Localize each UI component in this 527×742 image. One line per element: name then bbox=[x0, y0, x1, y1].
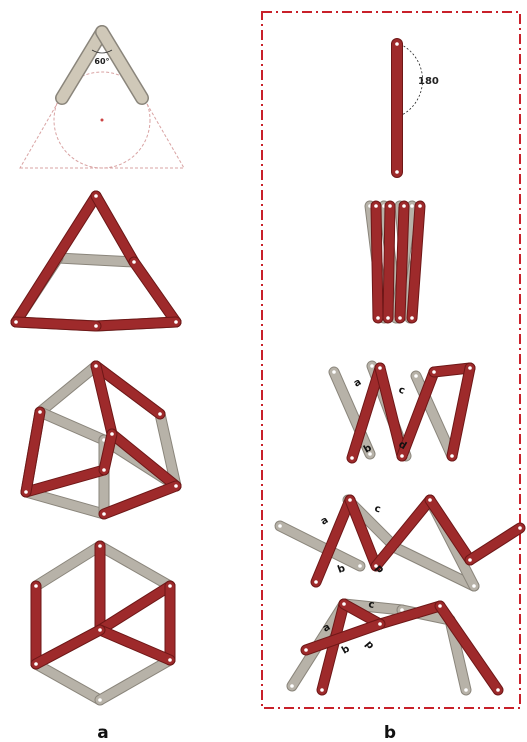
pivot-joint bbox=[398, 316, 402, 320]
pivot-joint bbox=[464, 688, 468, 692]
pivot-joint bbox=[450, 454, 454, 458]
grey-link bbox=[36, 546, 100, 586]
red-link bbox=[470, 528, 520, 560]
pivot-joint bbox=[402, 204, 406, 208]
grey-link bbox=[58, 258, 134, 262]
red-link bbox=[100, 586, 170, 630]
pivot-joint bbox=[414, 374, 418, 378]
pivot-joint bbox=[472, 584, 476, 588]
pivot-joint bbox=[378, 622, 382, 626]
pivot-joint bbox=[34, 584, 38, 588]
pivot-joint bbox=[348, 498, 352, 502]
red-link bbox=[26, 470, 104, 492]
pivot-joint bbox=[38, 410, 42, 414]
red-link bbox=[96, 196, 134, 262]
pivot-joint bbox=[98, 628, 102, 632]
panel-b-label: b bbox=[384, 723, 396, 742]
pivot-joint bbox=[34, 662, 38, 666]
pivot-joint bbox=[395, 170, 399, 174]
pivot-joint bbox=[290, 684, 294, 688]
pivot-joint bbox=[400, 454, 404, 458]
pivot-joint bbox=[304, 648, 308, 652]
pivot-joint bbox=[174, 320, 178, 324]
pivot-joint bbox=[388, 204, 392, 208]
pivot-joint bbox=[24, 490, 28, 494]
joint-label-d: d bbox=[363, 639, 376, 652]
pivot-joint bbox=[410, 316, 414, 320]
red-link bbox=[440, 606, 498, 690]
pivot-joint bbox=[350, 456, 354, 460]
pivot-joint bbox=[378, 366, 382, 370]
circle-center bbox=[101, 119, 104, 122]
pivot-joint bbox=[374, 204, 378, 208]
pivot-joint bbox=[518, 526, 522, 530]
red-link bbox=[452, 368, 470, 456]
pivot-joint bbox=[168, 584, 172, 588]
joint-label-c: c bbox=[373, 503, 382, 515]
pivot-joint bbox=[342, 602, 346, 606]
grey-link bbox=[100, 546, 170, 586]
pivot-joint bbox=[102, 512, 106, 516]
panel-a-label: a bbox=[97, 723, 108, 742]
pivot-joint bbox=[400, 608, 404, 612]
joint-label-a: a bbox=[319, 515, 330, 528]
pivot-joint bbox=[94, 194, 98, 198]
joint-label-b: b bbox=[336, 563, 347, 576]
pivot-joint bbox=[468, 558, 472, 562]
pivot-joint bbox=[110, 432, 114, 436]
pivot-joint bbox=[98, 698, 102, 702]
red-link bbox=[36, 630, 100, 664]
pivot-joint bbox=[410, 204, 414, 208]
pivot-joint bbox=[395, 42, 399, 46]
panel-b-straight-link: 180 bbox=[400, 44, 439, 116]
pivot-joint bbox=[370, 364, 374, 368]
pivot-joint bbox=[418, 204, 422, 208]
pivot-joint bbox=[94, 364, 98, 368]
red-link bbox=[16, 322, 96, 326]
pivot-joint bbox=[132, 260, 136, 264]
red-link bbox=[380, 368, 402, 456]
pivot-joint bbox=[98, 544, 102, 548]
pivot-joint bbox=[278, 524, 282, 528]
pivot-joint bbox=[386, 316, 390, 320]
panel-a-triangle-construction: 60° bbox=[20, 26, 184, 168]
red-link bbox=[400, 206, 404, 318]
pivot-joint bbox=[168, 658, 172, 662]
grey-link bbox=[40, 412, 104, 440]
grey-link bbox=[100, 660, 170, 700]
pivot-joint bbox=[376, 316, 380, 320]
pivot-joint bbox=[428, 498, 432, 502]
pivot-joint bbox=[438, 604, 442, 608]
angle-label-180: 180 bbox=[418, 76, 439, 87]
pivot-joint bbox=[158, 412, 162, 416]
pivot-joint bbox=[496, 688, 500, 692]
angle-label-60: 60° bbox=[94, 57, 109, 66]
pivot-joint bbox=[332, 370, 336, 374]
pivot-joint bbox=[174, 484, 178, 488]
pivot-joint bbox=[14, 320, 18, 324]
pivot-joint bbox=[94, 324, 98, 328]
red-link bbox=[388, 206, 390, 318]
red-link bbox=[100, 630, 170, 660]
pivot-joint bbox=[320, 688, 324, 692]
pivot-joint bbox=[102, 468, 106, 472]
grey-link bbox=[40, 366, 96, 412]
grey-link bbox=[26, 492, 104, 514]
pivot-joint bbox=[432, 370, 436, 374]
linkage-bars bbox=[14, 42, 522, 702]
joint-label-b: b bbox=[340, 643, 352, 656]
joint-label-c: c bbox=[397, 384, 406, 396]
joint-label-a: a bbox=[352, 377, 363, 390]
construction-triangle bbox=[20, 26, 184, 168]
red-link bbox=[104, 486, 176, 514]
red-link bbox=[134, 262, 176, 322]
red-link bbox=[96, 322, 176, 326]
red-link bbox=[376, 206, 378, 318]
pivot-joint bbox=[358, 564, 362, 568]
grey-link bbox=[36, 664, 100, 700]
pivot-joint bbox=[468, 366, 472, 370]
pivot-joint bbox=[314, 580, 318, 584]
